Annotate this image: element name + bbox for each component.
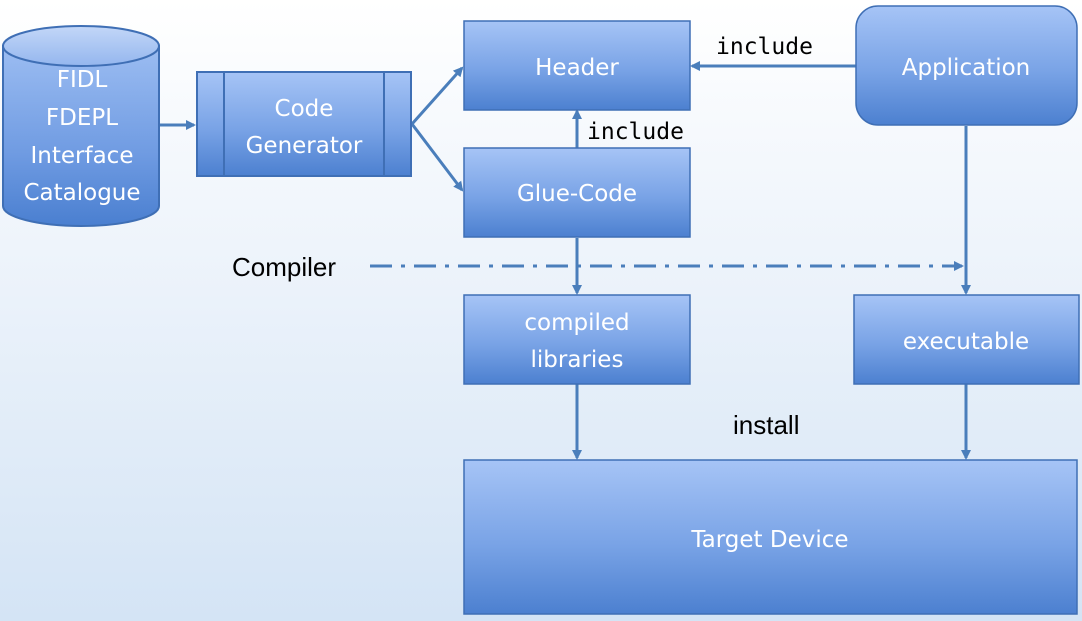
compiled-libraries-node: compiled libraries	[463, 294, 691, 385]
header-node: Header	[463, 20, 691, 111]
code-generator-node: Code Generator	[196, 71, 412, 177]
compiled-libraries-label-line-2: libraries	[531, 347, 624, 373]
include-label-gluecode: include	[587, 119, 684, 145]
compiler-label: Compiler	[232, 252, 336, 282]
code-generator-label-line-2: Generator	[246, 133, 363, 159]
arrow-generator-to-gluecode	[410, 123, 464, 192]
glue-code-node: Glue-Code	[463, 147, 691, 238]
executable-node: executable	[853, 294, 1080, 385]
catalogue-label-line-4: Catalogue	[23, 180, 140, 206]
install-label: install	[733, 410, 799, 440]
compiled-libraries-label-line-1: compiled	[524, 310, 629, 336]
application-node: Application	[855, 5, 1078, 126]
catalogue-label-line-2: FDEPL	[46, 105, 118, 131]
executable-label: executable	[903, 329, 1029, 355]
code-generator-label-line-1: Code	[275, 96, 334, 122]
arrow-generator-to-header	[410, 66, 464, 125]
target-device-node: Target Device	[463, 459, 1078, 615]
catalogue-label-line-1: FIDL	[57, 67, 108, 93]
application-label: Application	[902, 55, 1031, 81]
catalogue-database-node: FIDL FDEPL Interface Catalogue	[1, 25, 160, 227]
include-label-application: include	[716, 34, 813, 60]
target-device-label: Target Device	[690, 527, 848, 553]
header-label: Header	[535, 55, 619, 81]
catalogue-label-line-3: Interface	[31, 143, 134, 169]
glue-code-label: Glue-Code	[517, 181, 637, 207]
